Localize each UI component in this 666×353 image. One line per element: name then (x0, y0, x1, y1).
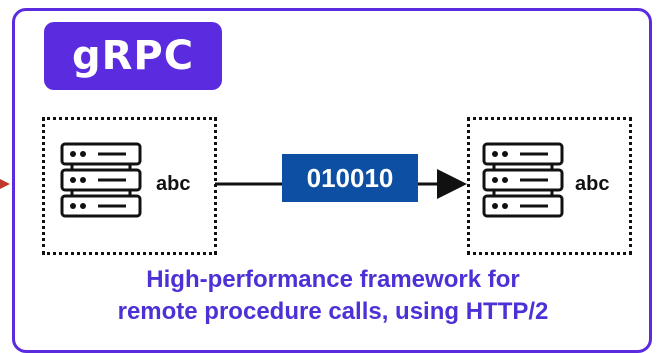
client-label: abc (156, 173, 191, 195)
server-label: abc (575, 173, 610, 195)
caption: High-performance framework for remote pr… (0, 264, 666, 328)
caption-line-2: remote procedure calls, using HTTP/2 (117, 298, 549, 325)
server-rack-icon (482, 142, 564, 218)
caption-line-1: High-performance framework for (146, 266, 520, 293)
binary-payload: 010010 (282, 154, 418, 202)
client-box (42, 117, 217, 255)
server-box (467, 117, 632, 255)
grpc-badge: gRPC (44, 22, 222, 90)
diagram-lines (0, 169, 467, 199)
server-rack-icon (60, 142, 142, 218)
